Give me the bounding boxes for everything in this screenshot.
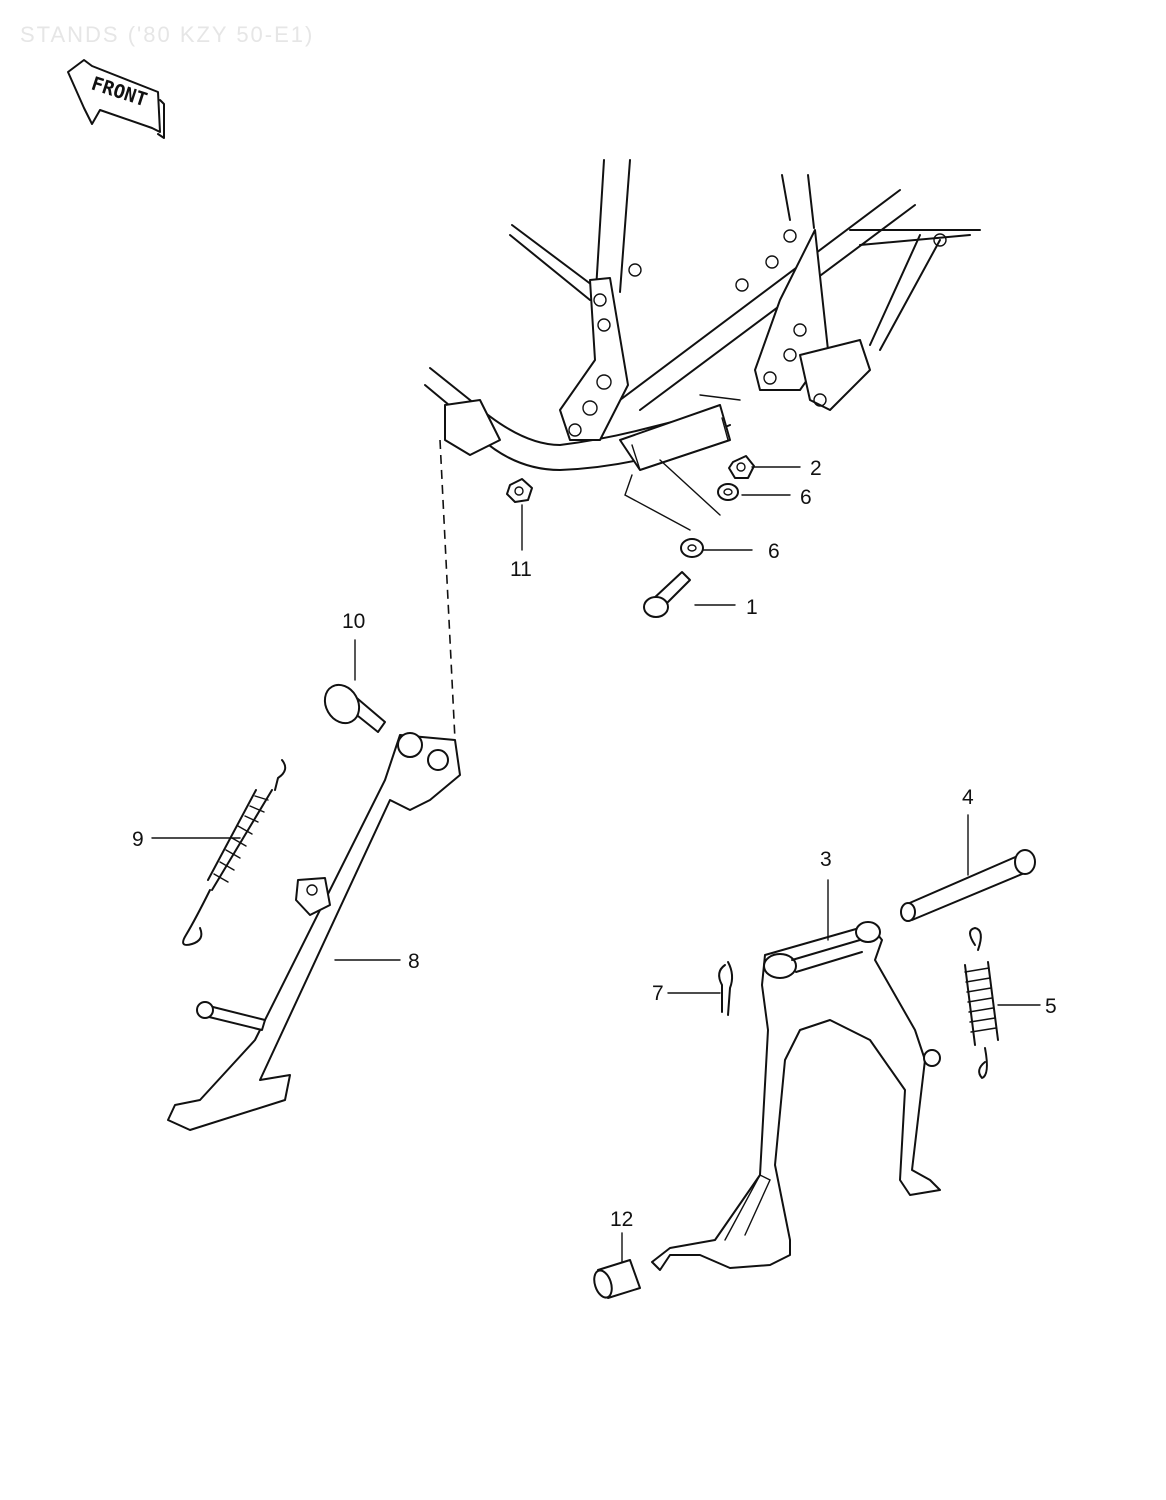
part-10-bolt (323, 683, 386, 733)
part-6-washer-upper (717, 483, 739, 501)
callout-10: 10 (342, 610, 365, 633)
callout-11: 11 (510, 558, 532, 581)
callout-2: 2 (810, 457, 822, 480)
callout-1: 1 (746, 596, 758, 619)
callout-12: 12 (610, 1208, 633, 1231)
frame-illustration (424, 159, 981, 471)
part-11-nut (506, 478, 533, 503)
front-arrow-icon: FRONT (67, 59, 165, 139)
callout-8: 8 (408, 950, 420, 973)
callout-3: 3 (820, 848, 832, 871)
callout-9: 9 (132, 828, 144, 851)
part-3-center-stand (651, 921, 941, 1271)
leader-lines (151, 466, 1041, 1263)
callout-4: 4 (962, 786, 974, 809)
part-5-spring (964, 927, 999, 1079)
part-2-nut (728, 455, 755, 479)
part-12-cap (593, 1259, 641, 1299)
part-1-bolt (643, 571, 691, 618)
callout-5: 5 (1045, 995, 1057, 1018)
alignment-lines (439, 439, 721, 741)
part-6-washer-lower (680, 538, 704, 558)
callout-6-upper: 6 (800, 486, 812, 509)
callout-6-lower: 6 (768, 540, 780, 563)
part-8-side-stand (167, 732, 461, 1131)
part-9-spring (182, 759, 287, 946)
part-4-pivot-shaft (900, 849, 1036, 922)
callout-7: 7 (652, 982, 664, 1005)
part-7-cotter-pin (718, 961, 734, 1016)
page-title: STANDS ('80 KZY 50-E1) (20, 22, 315, 47)
